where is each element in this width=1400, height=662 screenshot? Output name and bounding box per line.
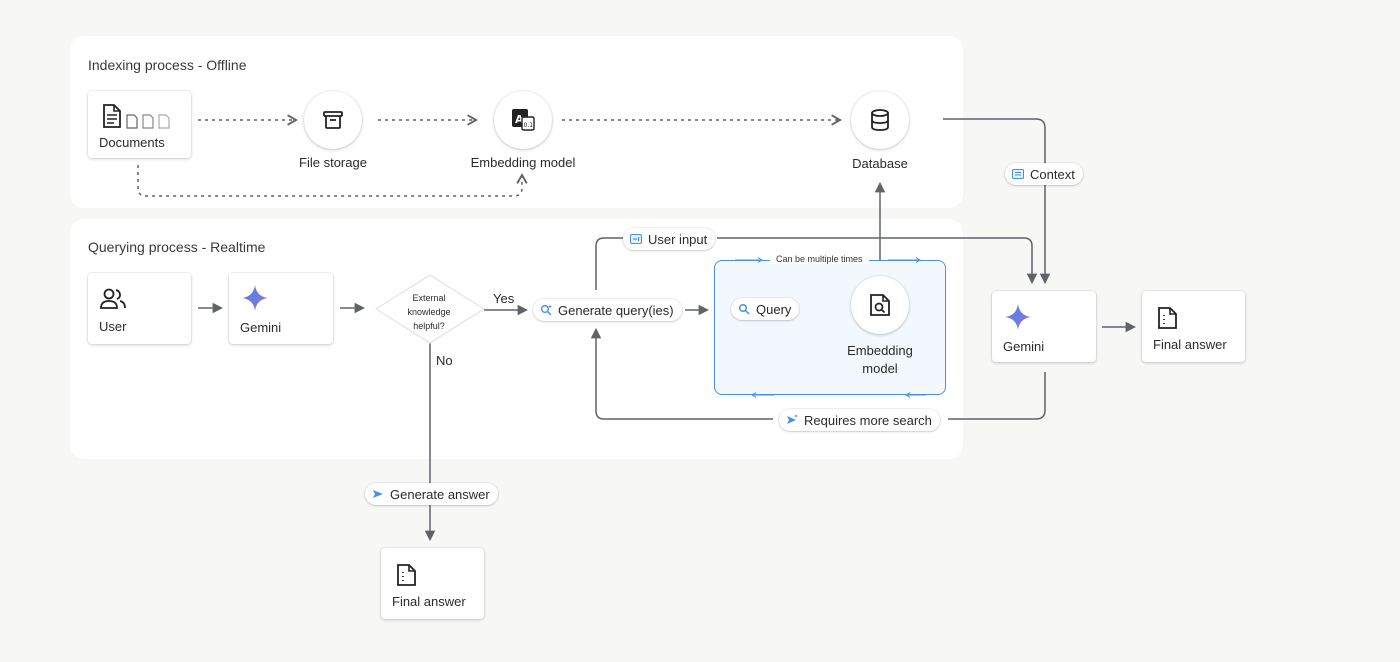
context-pill: Context [1005,163,1083,185]
gemini-sparkle-icon [242,285,268,311]
embedding-model-node[interactable]: A 0.1 [494,91,552,149]
right-gemini-node[interactable]: Gemini [992,291,1096,362]
input-icon [629,232,643,246]
querying-title: Querying process - Realtime [88,239,266,255]
gemini-label: Gemini [240,320,282,335]
answer-document-icon [397,564,416,586]
documents-label: Documents [99,135,165,150]
gemini-sparkle-icon [1005,304,1031,330]
document-search-icon [870,294,890,316]
bottom-final-answer-node[interactable]: Final answer [381,548,484,619]
database-node[interactable] [851,91,909,149]
generate-queries-label: Generate query(ies) [558,302,674,318]
query-pill: Query [731,298,800,320]
multiple-times-label: Can be multiple times [770,254,869,264]
translate-icon: A 0.1 [512,109,535,131]
user-input-pill: User input [623,228,716,250]
solid-arrows [198,118,1137,542]
decision-line2: knowledge [407,307,451,317]
database-icon [871,109,889,131]
query-label: Query [756,301,792,317]
user-label: User [99,319,127,334]
dashed-arrows [137,114,842,197]
search-icon [737,302,751,316]
svg-text:0.1: 0.1 [524,122,534,129]
documents-icon [103,104,170,129]
gemini-node[interactable]: Gemini [229,273,333,344]
query-embedding-model-node[interactable] [851,276,909,334]
archive-icon [323,111,343,129]
decision-diamond [374,274,486,344]
query-embedding-model-label: Embedding model [830,342,930,378]
right-gemini-label: Gemini [1003,339,1045,354]
query-embedding-line1: Embedding [847,343,913,358]
context-icon [1011,167,1025,181]
context-label: Context [1030,166,1075,182]
generate-answer-pill: Generate answer [365,483,498,505]
send-icon [371,487,385,501]
no-label: No [436,353,453,368]
user-node[interactable]: User [88,273,191,344]
database-label: Database [852,156,908,171]
query-embedding-line2: model [862,361,898,376]
decision-line1: External [412,293,446,303]
generate-answer-label: Generate answer [390,486,490,502]
bottom-final-answer-label: Final answer [392,594,466,609]
right-final-answer-node[interactable]: Final answer [1142,291,1245,362]
yes-label: Yes [493,291,515,306]
decision-line3: helpful? [413,321,445,331]
send-sparkle-icon [785,413,799,427]
requires-more-search-pill: Requires more search [779,409,940,431]
decision-text: External knowledge helpful? [394,291,464,333]
answer-document-icon [1158,307,1177,329]
svg-text:A: A [515,113,524,126]
file-storage-label: File storage [299,155,367,170]
indexing-title: Indexing process - Offline [88,57,247,73]
search-sparkle-icon [539,303,553,317]
embedding-model-label: Embedding model [470,155,576,170]
generate-queries-pill: Generate query(ies) [533,299,682,321]
user-input-label: User input [648,231,708,247]
file-storage-node[interactable] [304,91,362,149]
users-icon [100,288,126,309]
right-final-answer-label: Final answer [1153,337,1227,352]
documents-node[interactable]: Documents [88,91,191,158]
requires-more-search-label: Requires more search [804,412,932,428]
